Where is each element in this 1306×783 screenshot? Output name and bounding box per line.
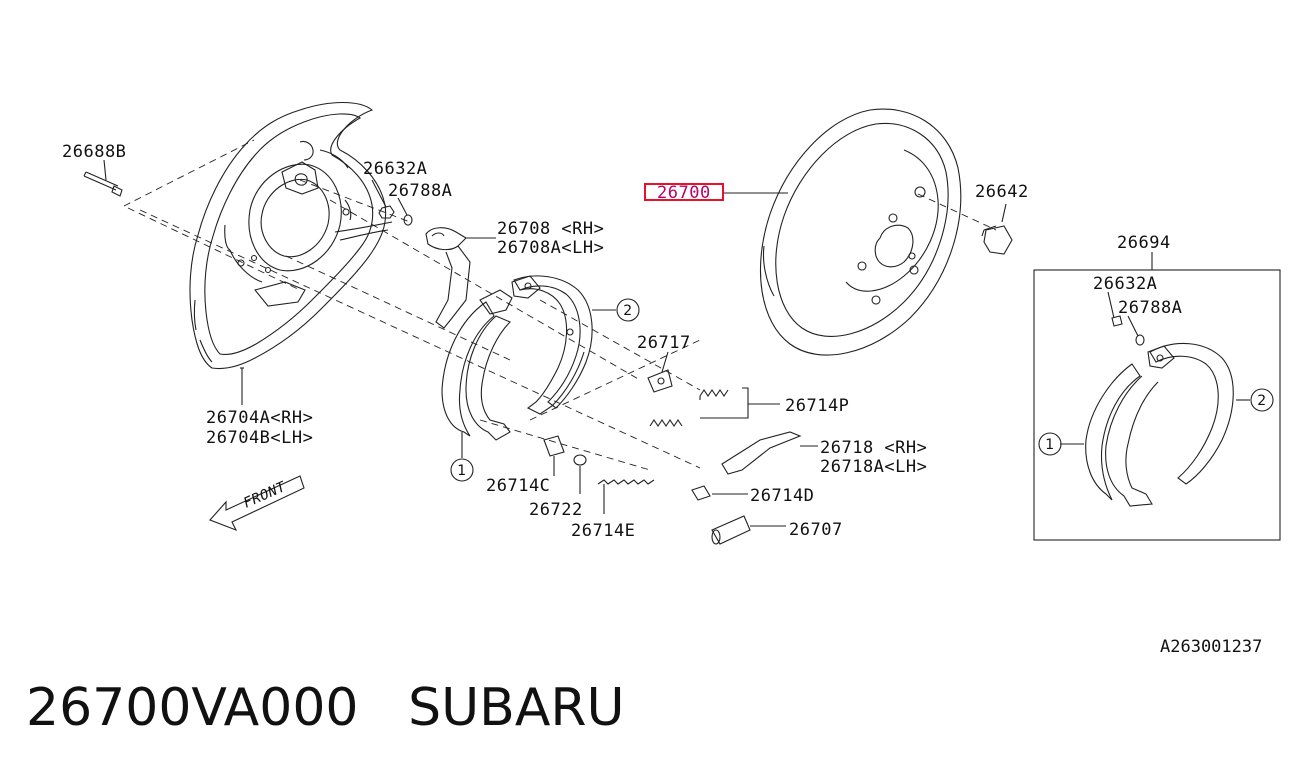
svg-text:2: 2 xyxy=(1257,393,1266,409)
brake-rotor xyxy=(724,108,962,356)
label-26788A-detail[interactable]: 26788A xyxy=(1118,298,1182,318)
clip-26722 xyxy=(573,454,587,494)
detail-box-26694 xyxy=(1033,252,1281,541)
brand-name: SUBARU xyxy=(408,678,625,738)
springs-26714P xyxy=(649,387,780,427)
spring-26714E xyxy=(597,479,655,514)
label-26700[interactable]: 26700 xyxy=(657,183,711,203)
label-26788A[interactable]: 26788A xyxy=(388,181,452,201)
label-26714C[interactable]: 26714C xyxy=(486,476,550,496)
part-number: 26700VA000 xyxy=(26,678,359,738)
brake-shoe-right xyxy=(511,275,616,415)
ref-circle-2b: 2 xyxy=(1250,388,1274,412)
brake-shoe-left xyxy=(441,289,513,458)
svg-text:1: 1 xyxy=(457,463,466,479)
backing-plate xyxy=(189,102,393,405)
label-26714P[interactable]: 26714P xyxy=(785,396,849,416)
label-26714E[interactable]: 26714E xyxy=(571,521,635,541)
retainer-26717 xyxy=(647,351,673,393)
label-26688B[interactable]: 26688B xyxy=(62,142,126,162)
footer-title: 26700VA000 SUBARU xyxy=(26,682,625,734)
lever-26718 xyxy=(721,431,818,475)
label-26718-rh[interactable]: 26718 <RH> xyxy=(820,438,927,458)
adjuster-26714D xyxy=(691,485,748,501)
label-26722[interactable]: 26722 xyxy=(529,500,583,520)
ref-circle-1b: 1 xyxy=(1038,432,1062,456)
svg-text:2: 2 xyxy=(623,303,632,319)
dashed-leaders xyxy=(123,139,997,471)
label-26694[interactable]: 26694 xyxy=(1117,233,1171,253)
label-26642[interactable]: 26642 xyxy=(975,182,1029,202)
part-labels: 26688B 26632A 26788A 26708 <RH> 26708A<L… xyxy=(62,142,1182,541)
lever-26708 xyxy=(425,227,496,329)
label-26717[interactable]: 26717 xyxy=(637,333,691,353)
front-arrow: FRONT xyxy=(209,475,305,532)
bolt-26707 xyxy=(711,515,786,545)
label-26714D[interactable]: 26714D xyxy=(750,486,814,506)
svg-text:1: 1 xyxy=(1045,437,1054,453)
highlight-box-26700 xyxy=(644,183,724,201)
bolt-26688B xyxy=(83,159,123,197)
washer-26788A xyxy=(397,197,413,226)
document-code: A263001237 xyxy=(1160,637,1263,657)
label-26704-rh[interactable]: 26704A<RH> xyxy=(206,408,313,428)
label-26708-rh[interactable]: 26708 <RH> xyxy=(497,219,604,239)
label-26632A[interactable]: 26632A xyxy=(363,159,427,179)
nut-26632A xyxy=(371,179,395,219)
ref-circle-1: 1 xyxy=(450,458,474,482)
spring-26714C xyxy=(543,435,565,476)
hub-bolt-26642 xyxy=(981,203,1013,255)
label-26704-lh[interactable]: 26704B<LH> xyxy=(206,428,313,448)
label-26708-lh[interactable]: 26708A<LH> xyxy=(497,238,604,258)
label-26632A-detail[interactable]: 26632A xyxy=(1093,274,1157,294)
label-26707[interactable]: 26707 xyxy=(789,520,843,540)
label-26718-lh[interactable]: 26718A<LH> xyxy=(820,457,927,477)
ref-circle-2: 2 xyxy=(616,298,640,322)
